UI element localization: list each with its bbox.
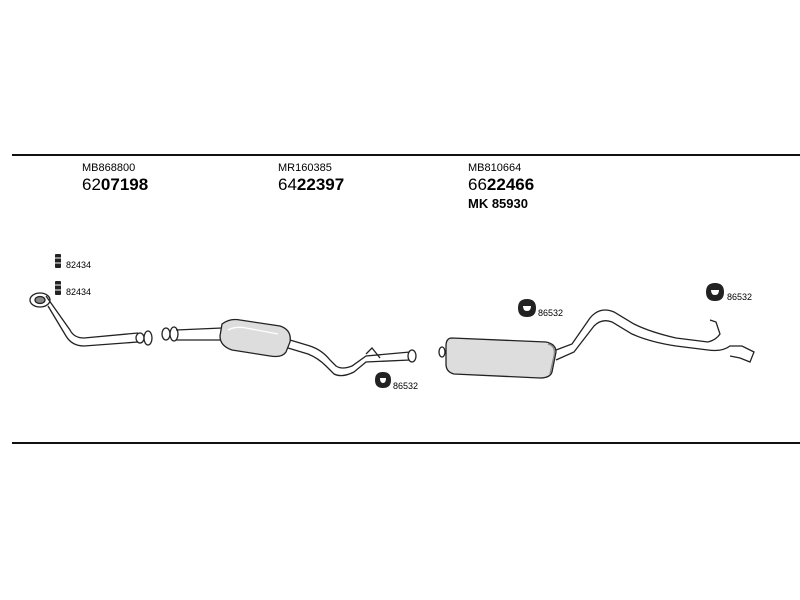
hanger-label-rear-right: 86532 bbox=[727, 292, 753, 302]
oem-number: MB810664 bbox=[468, 162, 522, 174]
part-group-center-muffler: MR160385 6422397 bbox=[278, 162, 344, 194]
front-pipe-drawing bbox=[29, 292, 153, 347]
part-number: 6207198 bbox=[82, 175, 149, 194]
part-group-rear-muffler: MB810664 6622466 MK 85930 bbox=[468, 162, 534, 211]
part-number: 6422397 bbox=[278, 175, 345, 194]
rear-muffler-drawing bbox=[438, 309, 755, 379]
hanger-icon-mid bbox=[375, 372, 391, 388]
clamp-label-lower: 82434 bbox=[66, 287, 92, 297]
hanger-label-rear-left: 86532 bbox=[538, 308, 564, 318]
clamp-icon-lower bbox=[54, 281, 62, 295]
part-group-front-pipe: MB868800 6207198 bbox=[82, 162, 148, 194]
clamp-icon-upper bbox=[54, 254, 62, 268]
top-divider bbox=[12, 154, 800, 156]
hanger-icon-rear-right bbox=[706, 283, 724, 301]
alt-part-number: MK 85930 bbox=[468, 196, 528, 211]
part-number: 6622466 bbox=[468, 175, 535, 194]
hanger-icon-rear-left bbox=[518, 299, 536, 317]
hanger-label-mid: 86532 bbox=[393, 381, 419, 391]
oem-number: MR160385 bbox=[278, 162, 332, 174]
center-muffler-drawing bbox=[161, 318, 417, 377]
oem-number: MB868800 bbox=[82, 162, 136, 174]
clamp-label-upper: 82434 bbox=[66, 260, 92, 270]
bottom-divider bbox=[12, 442, 800, 444]
